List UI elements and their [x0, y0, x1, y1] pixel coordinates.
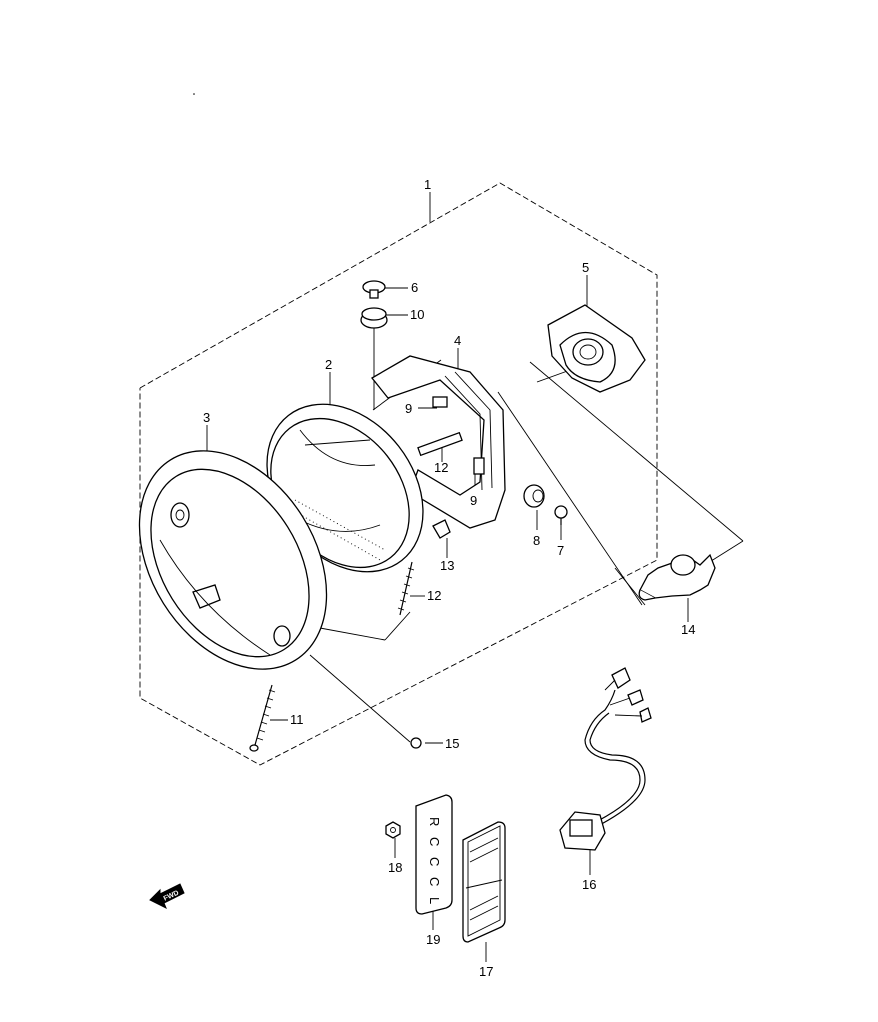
side-grommet — [523, 484, 545, 508]
callout-6: 6 — [411, 280, 418, 295]
top-grommet — [360, 307, 388, 329]
callout-8: 8 — [533, 533, 540, 548]
assembly-boundary — [139, 182, 658, 766]
callout-2: 2 — [325, 357, 332, 372]
callout-12a: 12 — [434, 460, 448, 475]
callout-16: 16 — [582, 877, 596, 892]
reflector-mark-4: C — [427, 877, 442, 886]
rim-screw — [410, 737, 422, 749]
callout-5: 5 — [582, 260, 589, 275]
reflector-mark-2: C — [427, 837, 442, 846]
headlamp-bulb — [638, 553, 716, 601]
top-bolt — [362, 280, 386, 299]
callout-17: 17 — [479, 964, 493, 979]
nut — [385, 821, 401, 839]
callout-12b: 12 — [427, 588, 441, 603]
reflector-mark-1: R — [427, 817, 442, 826]
callout-13: 13 — [440, 558, 454, 573]
headlamp-rim — [138, 450, 328, 670]
callout-19: 19 — [426, 932, 440, 947]
reflector-mark-3: C — [427, 857, 442, 866]
callout-10: 10 — [410, 307, 424, 322]
long-screw — [249, 684, 276, 752]
reflector-plate: R C C C L — [415, 794, 453, 915]
reflector — [462, 821, 506, 943]
reflector-mark-5: L — [427, 897, 442, 904]
callout-numbers: 1 2 3 4 5 6 10 9 12 9 13 8 7 12 14 11 15… — [203, 177, 695, 979]
stray-dot — [193, 93, 195, 95]
callout-9b: 9 — [470, 493, 477, 508]
adjusting-screw — [397, 561, 415, 616]
callout-3: 3 — [203, 410, 210, 425]
callout-18: 18 — [388, 860, 402, 875]
callout-11: 11 — [290, 712, 304, 727]
side-screw — [554, 505, 568, 525]
socket-cover — [547, 304, 646, 393]
wiring-harness — [559, 667, 652, 851]
callout-14: 14 — [681, 622, 695, 637]
callout-9a: 9 — [405, 401, 412, 416]
callout-15: 15 — [445, 736, 459, 751]
callout-7: 7 — [557, 543, 564, 558]
callout-1: 1 — [424, 177, 431, 192]
callout-4: 4 — [454, 333, 461, 348]
fwd-arrow-icon: FWD — [149, 883, 185, 910]
